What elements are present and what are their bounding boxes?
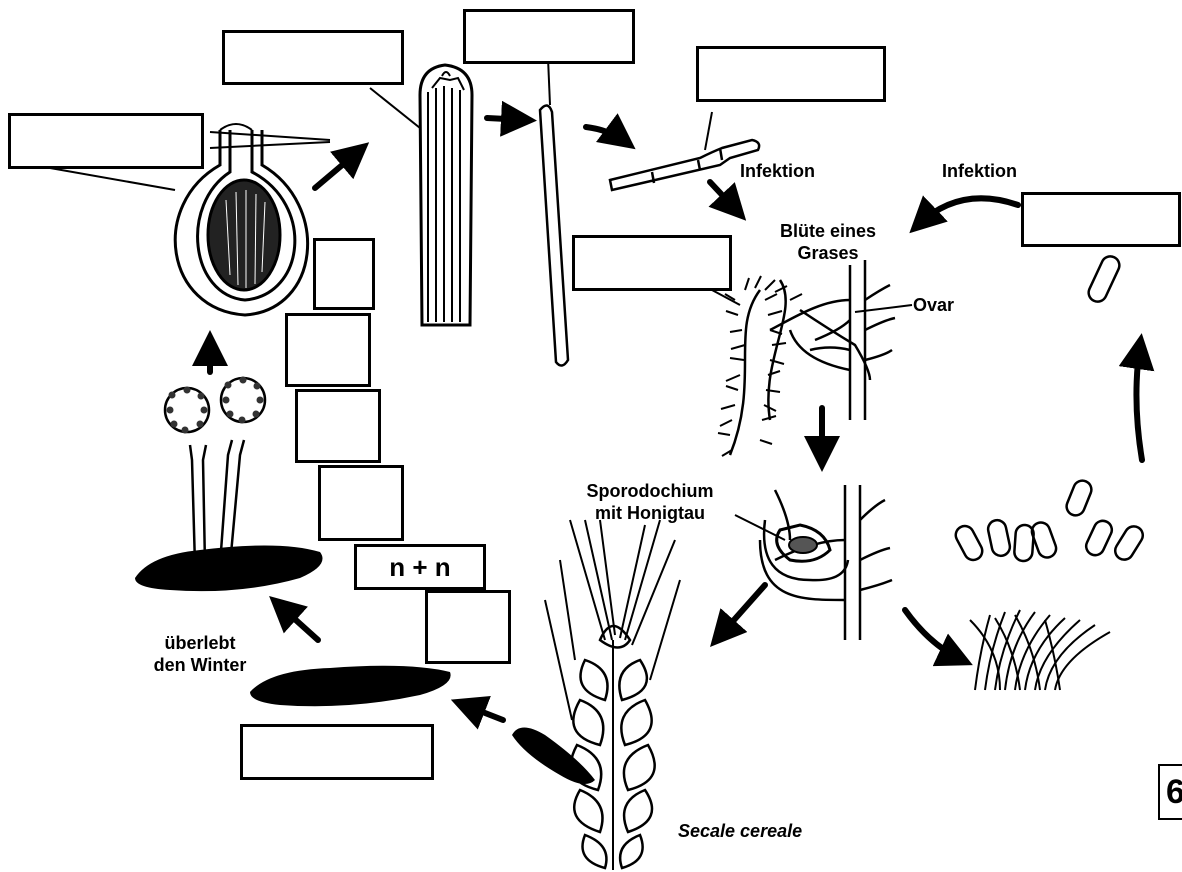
corner-number: 6 (1166, 773, 1182, 811)
germinating-spore (610, 140, 759, 190)
grass-flower-stigma (718, 260, 895, 456)
ascus (420, 65, 472, 325)
nuclear-box-4[interactable] (318, 465, 404, 541)
sclerotium-germinating (135, 545, 323, 591)
ascospore-leader-line (548, 58, 550, 105)
nn-text: n + n (389, 552, 450, 583)
label-box-ascus[interactable] (222, 30, 404, 85)
sporodochium-leader-line (735, 515, 785, 540)
nuclear-phase-nn: n + n (354, 544, 486, 590)
nuclear-box-5[interactable] (425, 590, 511, 664)
label-box-conidium[interactable] (1021, 192, 1181, 247)
ovar-leader-line (855, 305, 912, 312)
germ-leader-line (705, 112, 712, 150)
conidiophores (953, 253, 1147, 690)
perithecia-dots (167, 377, 264, 434)
stromata (165, 378, 265, 565)
infected-flower (760, 485, 892, 640)
nuclear-box-3[interactable] (295, 389, 381, 463)
ascus-leader-line (370, 88, 420, 128)
label-box-sclerotium[interactable] (240, 724, 434, 780)
rye-ear (545, 520, 680, 870)
label-ovar: Ovar (913, 294, 954, 316)
label-bluete-eines-grases: Blüte eines Grases (768, 220, 888, 264)
ascospore (540, 105, 568, 365)
label-box-germination[interactable] (696, 46, 886, 102)
sclerotium-on-ear (512, 728, 595, 785)
label-infektion-left: Infektion (740, 160, 815, 182)
label-ueberlebt-winter: überlebt den Winter (135, 632, 265, 676)
nuclear-box-2[interactable] (285, 313, 371, 387)
label-secale-cereale: Secale cereale (678, 820, 802, 842)
label-sporodochium: Sporodochium mit Honigtau (560, 480, 740, 524)
corner-number-box: 6 (1158, 764, 1182, 820)
flower-leader-line (712, 290, 740, 305)
nuclear-box-1[interactable] (313, 238, 375, 310)
label-box-ascospore[interactable] (463, 9, 635, 64)
label-box-stigma[interactable] (572, 235, 732, 291)
label-box-perithecium[interactable] (8, 113, 204, 169)
label-infektion-right: Infektion (942, 160, 1017, 182)
sclerotium-fallen (250, 666, 451, 707)
